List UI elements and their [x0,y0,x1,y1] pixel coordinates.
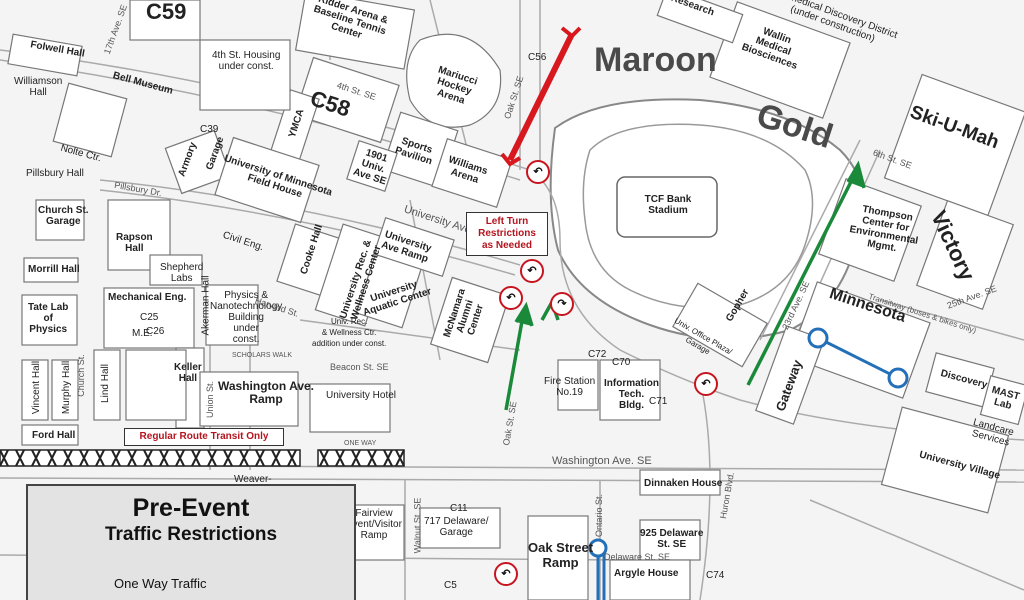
label-keller: Keller Hall [174,362,202,384]
label-shepherd: Shepherd Labs [160,262,204,284]
street-walnut-st: Walnut St. SE [412,497,423,554]
label-717-delaware: 717 Delaware/ Garage [424,516,489,538]
parking-c70: C70 [612,357,631,368]
callout-transit-only: Regular Route Transit Only [124,428,284,446]
label-oak-st-ramp: Oak Street Ramp [528,540,594,570]
label-info-tech: Information Tech. Bldg. [604,378,659,411]
label-vincent: Vincent Hall [31,360,43,415]
parking-c5: C5 [444,580,457,591]
no-left-turn-icon: ↶ [499,286,523,310]
legend-one-way-label: One Way Traffic [114,576,207,591]
label-church-st-garage: Church St. Garage [38,205,89,227]
label-morrill: Morrill Hall [28,264,80,275]
street-delaware-st: Delaware St. SE [604,552,671,562]
label-tate: Tate Lab of Physics [28,302,69,335]
label-925-delaware: 925 Delaware St. SE [640,528,704,550]
label-stadium: TCF Bank Stadium [644,194,692,216]
no-left-turn-icon: ↷ [550,292,574,316]
transit-stop-icon [807,327,829,349]
parking-c71: C71 [649,396,668,407]
label-fire-station: Fire Station No.19 [544,376,596,398]
label-dinnaken: Dinnaken House [644,478,723,489]
street-beacon-st: Beacon St. SE [330,362,389,372]
label-housing-4th: 4th St. Housing under const. [212,50,281,72]
parking-c25: C25 [140,312,159,323]
parking-c74: C74 [706,570,725,581]
label-univ-hotel: University Hotel [326,390,397,401]
parking-c72: C72 [588,349,607,360]
parking-c59: C59 [146,0,187,24]
legend-subtitle: Traffic Restrictions [104,524,278,545]
label-physics-nano: Physics & Nanotechnology Building under … [210,290,283,345]
label-ford: Ford Hall [32,430,76,441]
parking-c39: C39 [200,124,219,135]
label-me: M.E. [132,328,153,339]
street-ontario-st: Ontario St. [594,493,605,538]
label-williamson: Williamson Hall [14,76,63,98]
street-washington-ave: Washington Ave. SE [552,455,652,467]
label-mech-eng: Mechanical Eng. [108,292,187,303]
label-rec-addition: Univ. Rec. & Wellness Ctr. addition unde… [312,317,387,348]
closed-road-oak-st [500,26,582,167]
no-left-turn-icon: ↶ [520,259,544,283]
zone-maroon: Maroon [594,41,717,79]
label-akerman: Akerman Hall [200,275,212,336]
transit-lines [588,327,909,600]
label-murphy: Murphy Hall [61,360,73,415]
legend-box: Pre-Event Traffic Restrictions One Way T… [26,484,356,600]
label-pillsbury-hall: Pillsbury Hall [26,168,84,179]
building-footprints [7,0,1024,600]
no-left-turn-icon: ↶ [494,562,518,586]
street-church-st: Church St. [75,354,86,397]
one-way-23rd-ave [746,167,860,386]
callout-left-turn: Left Turn Restrictions as Needed [466,212,548,256]
no-left-turn-icon: ↶ [694,372,718,396]
label-weaver: Weaver- [234,474,272,485]
street-one-way: ONE WAY [344,440,377,447]
one-way-oak-st [504,309,526,411]
label-rapson: Rapson Hall [116,232,153,254]
street-scholars-walk: SCHOLARS WALK [232,352,293,359]
label-fairview: Fairview Event/Visitor Ramp [346,508,402,541]
street-union-st: Union St. [205,380,216,419]
transit-barrier [0,449,405,467]
transit-stop-icon [887,367,909,389]
no-left-turn-icon: ↶ [526,160,550,184]
label-wash-ramp: Washington Ave. Ramp [218,379,314,406]
parking-c56: C56 [528,52,547,63]
label-lind: Lind Hall [99,364,111,403]
parking-c11: C11 [450,503,468,514]
parking-c26: C26 [146,326,165,337]
label-argyle: Argyle House [614,568,679,579]
one-way-route-arrows [504,160,866,411]
legend-title: Pre-Event [132,494,250,522]
